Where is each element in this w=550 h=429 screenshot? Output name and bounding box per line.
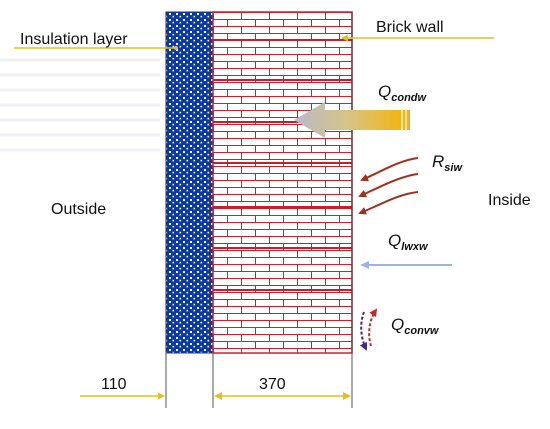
brick-dimension-arrow-left (214, 392, 222, 400)
wall-edges (165, 12, 353, 353)
dimension-extension-lines (165, 353, 353, 408)
convection-arrows (359, 308, 378, 351)
conduction-arrow (294, 102, 410, 138)
brick-thickness-label: 370 (259, 376, 286, 393)
inside-label: Inside (488, 192, 531, 209)
q-condw-label: Qcondw (378, 82, 428, 104)
insulation-leader-dot (174, 46, 178, 50)
insulation-layer-label: Insulation layer (20, 31, 128, 48)
q-convw-label: Qconvw (391, 315, 440, 337)
brick-dimension-arrow-right (343, 392, 351, 400)
q-lwxw-label: Qlwxw (388, 231, 429, 253)
brick-wall-label: Brick wall (376, 19, 444, 36)
r-siw-label: Rsiw (432, 152, 463, 174)
outside-label: Outside (51, 201, 106, 218)
brick-wall (212, 11, 353, 354)
faint-background-rows (0, 58, 160, 152)
insulation-thickness-label: 110 (101, 376, 127, 393)
radiation-arrows (358, 157, 419, 215)
insulation-layer (165, 11, 214, 354)
